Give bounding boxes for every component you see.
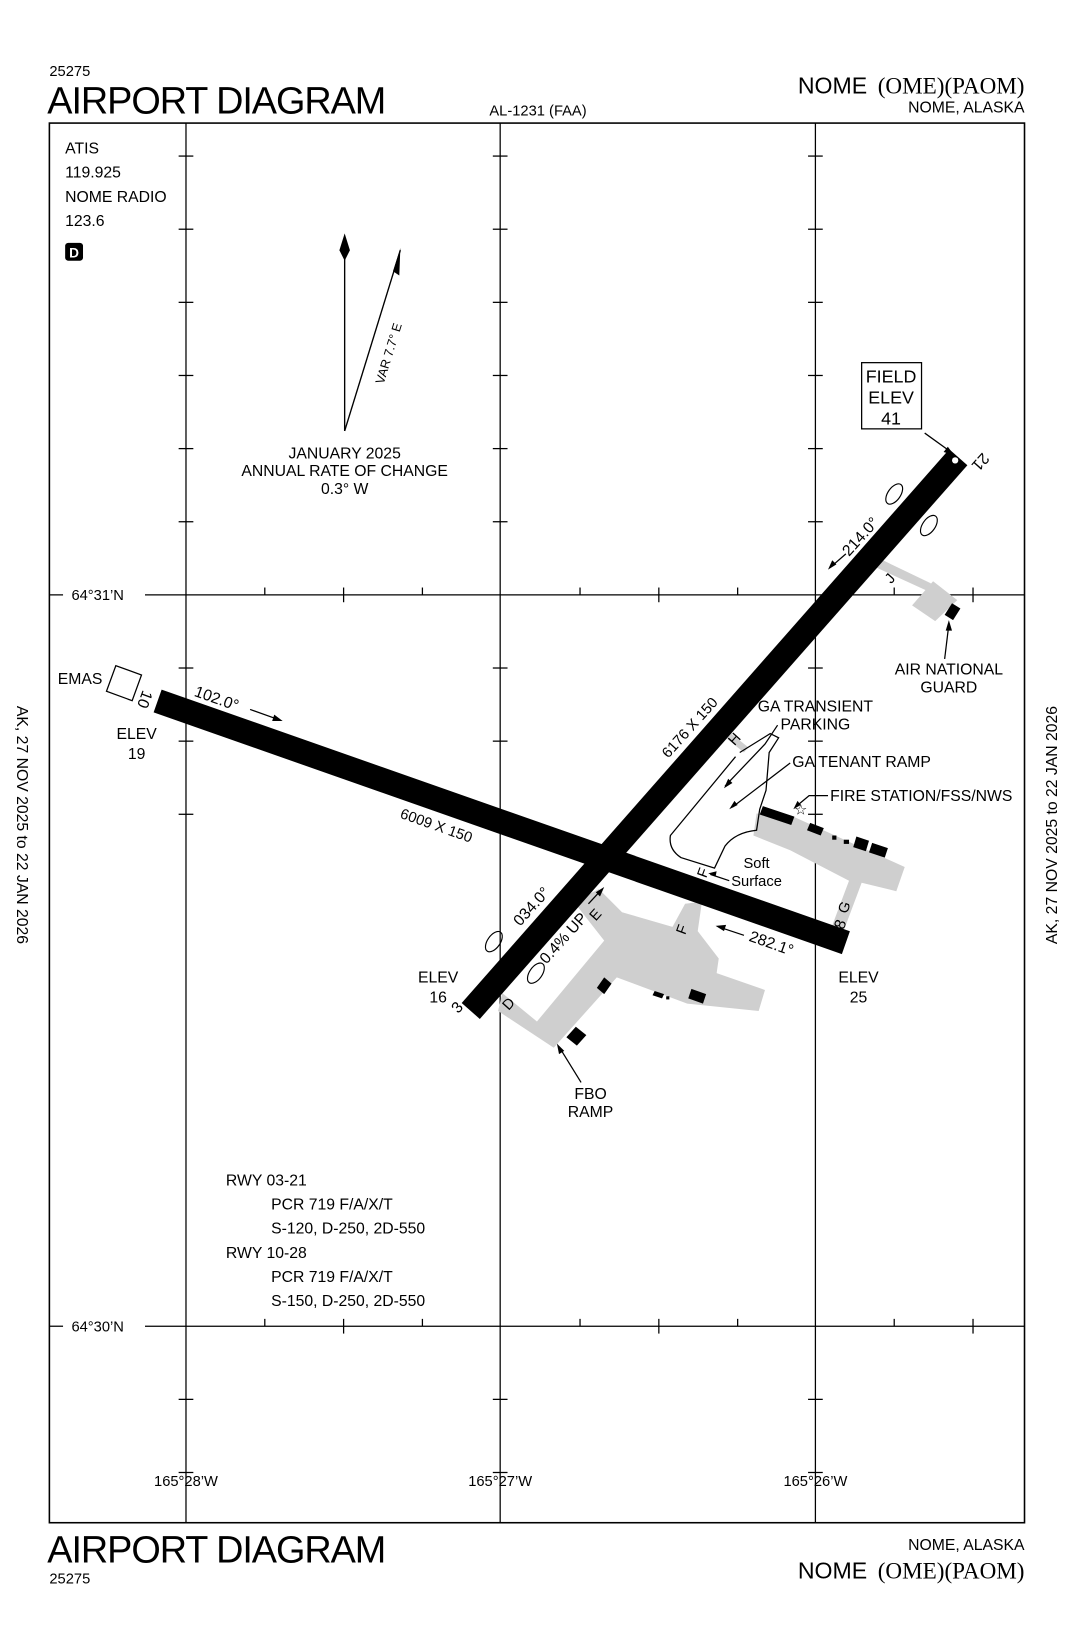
ga-transient-label: GA TRANSIENT: [758, 699, 874, 716]
atis-label: ATIS: [65, 141, 99, 158]
taxiways-ramps: [498, 559, 958, 1048]
ang-label-2: GUARD: [920, 680, 977, 697]
page-title: AIRPORT DIAGRAM: [47, 81, 385, 123]
airport-name: NOME (OME)(PAOM): [798, 73, 1025, 99]
radio-frequency: 123.6: [65, 213, 105, 230]
ang-label: AIR NATIONAL: [895, 662, 1003, 679]
field-elev-line1: FIELD: [866, 367, 917, 387]
validity-right: AK, 27 NOV 2025 to 22 JAN 2026: [1044, 706, 1061, 944]
elev-10-value: 19: [128, 746, 146, 763]
field-elev-value: 41: [881, 409, 901, 429]
field-elevation-box: [861, 362, 923, 430]
ang-ramp: [912, 581, 958, 622]
airport-ids: (OME)(PAOM): [878, 73, 1025, 99]
runway-end-28: 28: [828, 917, 850, 940]
pcr-rwy2-weights: S-150, D-250, 2D-550: [271, 1293, 425, 1310]
east-ramp: [753, 813, 905, 934]
taxiway-j: [876, 559, 931, 591]
variation-rate: 0.3° W: [321, 481, 369, 498]
elev-28-value: 25: [850, 990, 868, 1007]
procedure-id: AL-1231 (FAA): [489, 104, 586, 120]
radio-label: NOME RADIO: [65, 189, 167, 206]
elev-3-value: 16: [429, 990, 447, 1007]
runway-03-21[interactable]: [461, 449, 968, 1019]
lon-label-left: 165°28’W: [154, 1474, 218, 1490]
lat-label-south: 64°30’N: [71, 1319, 123, 1335]
pcr-rwy2-value: PCR 719 F/A/X/T: [271, 1269, 393, 1286]
field-elev-line2: ELEV: [868, 388, 914, 408]
footer-chart-number: 25275: [49, 1572, 90, 1588]
fire-station-label: FIRE STATION/FSS/NWS: [830, 788, 1012, 805]
grid: [49, 123, 1025, 1523]
pcr-rwy1: RWY 03-21: [226, 1172, 307, 1189]
airspace-class-letter: D: [69, 246, 79, 261]
runway-10-28[interactable]: [153, 689, 850, 955]
lon-label-right: 165°26’W: [783, 1474, 847, 1490]
pcr-rwy2: RWY 10-28: [226, 1245, 307, 1262]
runway-end-10: 10: [133, 688, 155, 711]
ga-tenant-label: GA TENANT RAMP: [792, 754, 931, 771]
elev-10-label: ELEV: [116, 726, 157, 743]
footer-airport-name-text: NOME: [798, 1557, 867, 1583]
magnetic-north-arrow-icon: [344, 248, 402, 432]
elev-28-label: ELEV: [838, 970, 879, 987]
variation-rate-label: ANNUAL RATE OF CHANGE: [241, 463, 448, 480]
true-north-arrow-icon: [339, 233, 350, 431]
airport-name-text: NOME: [798, 73, 867, 99]
fbo-ramp-label-2: RAMP: [568, 1104, 614, 1121]
soft-surface-outline: [669, 732, 780, 869]
elev-3-label: ELEV: [418, 970, 459, 987]
variation-label: VAR 7.7° E: [373, 321, 405, 385]
lon-label-mid: 165°27’W: [468, 1474, 532, 1490]
taxiway-h: [727, 733, 749, 753]
soft-surface-label-2: Surface: [731, 874, 782, 890]
footer-airport-ids: (OME)(PAOM): [878, 1557, 1025, 1583]
airport-location: NOME, ALASKA: [908, 100, 1025, 117]
footer-location: NOME, ALASKA: [908, 1537, 1025, 1554]
emas-box: [105, 664, 143, 702]
taxiway-g: G: [836, 899, 855, 915]
chart-frame: [48, 122, 1026, 1524]
atis-frequency: 119.925: [65, 165, 121, 182]
variation-date: JANUARY 2025: [288, 445, 401, 462]
lat-label-north: 64°31’N: [71, 588, 123, 604]
pcr-rwy1-weights: S-120, D-250, 2D-550: [271, 1221, 425, 1238]
airport-reference-point-icon: [952, 457, 959, 464]
ga-transient-label-2: PARKING: [781, 716, 851, 733]
soft-surface-label: Soft: [743, 856, 769, 872]
validity-left: AK, 27 NOV 2025 to 22 JAN 2026: [13, 706, 30, 944]
airspace-class-badge: [65, 242, 84, 261]
footer-title: AIRPORT DIAGRAM: [47, 1530, 385, 1572]
runway-end-21: 21: [968, 449, 992, 473]
chart-number: 25275: [49, 64, 90, 80]
footer-airport-name: NOME (OME)(PAOM): [798, 1557, 1025, 1583]
lahso-markers: [484, 483, 938, 984]
pcr-rwy1-value: PCR 719 F/A/X/T: [271, 1197, 393, 1214]
main-ramp: [498, 889, 765, 1048]
fbo-ramp-label: FBO: [574, 1086, 606, 1103]
buildings: [566, 603, 961, 1046]
emas-label: EMAS: [58, 671, 103, 688]
